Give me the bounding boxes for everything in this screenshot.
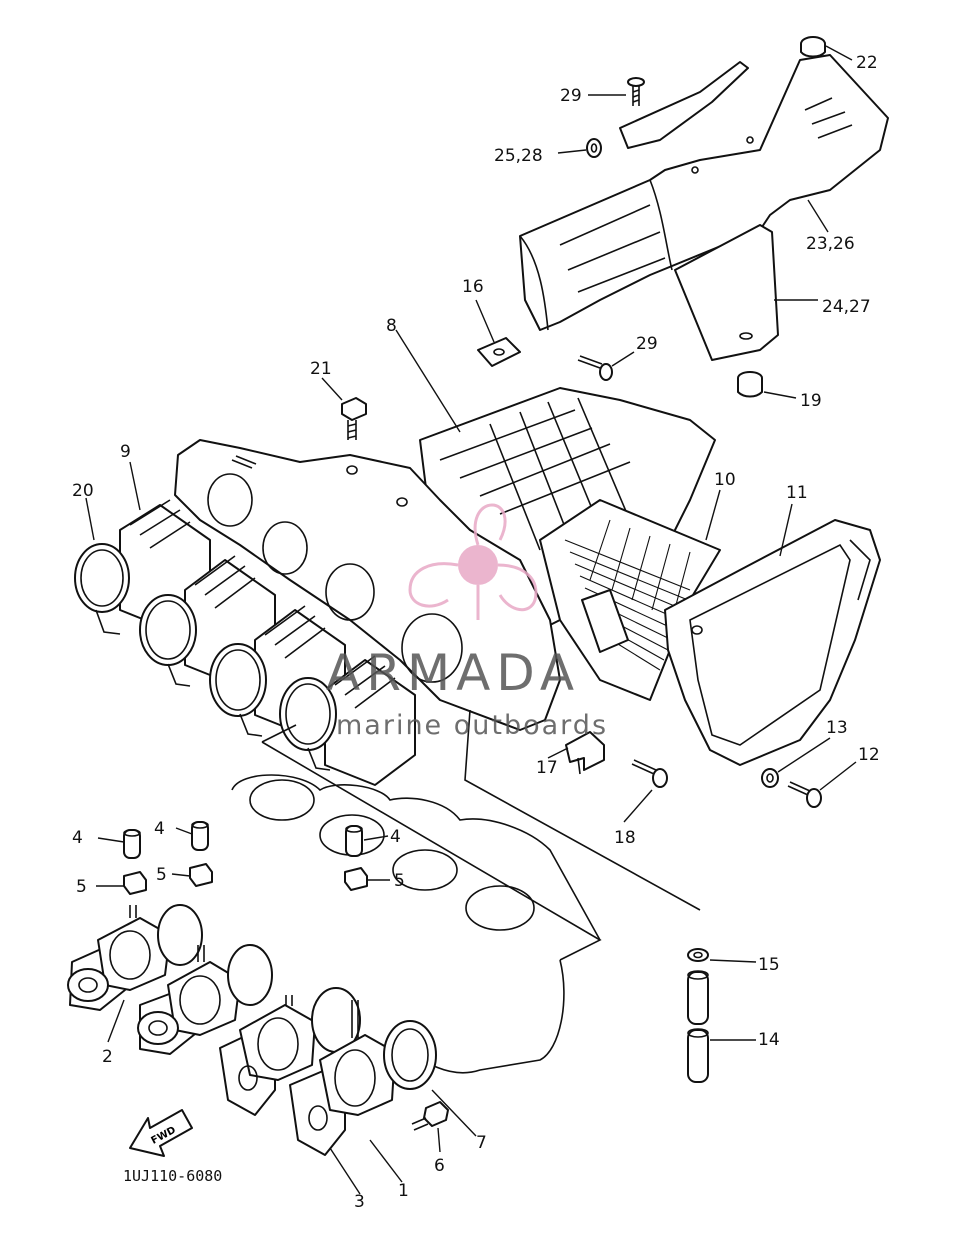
carb-joint-4 xyxy=(289,1000,437,1156)
carburetor-outline xyxy=(231,709,701,1074)
grommet-22 xyxy=(800,36,826,58)
nut-5-b xyxy=(189,863,213,887)
carb-joint-1 xyxy=(67,904,203,1011)
screw-29-middle xyxy=(577,355,613,381)
carb-joint-set xyxy=(67,904,437,1156)
cap-4-b xyxy=(191,821,209,851)
screw-18 xyxy=(631,759,668,788)
callout-5-middle: 5 xyxy=(156,865,167,885)
grommet-16 xyxy=(477,337,521,367)
watermark-logo-icon xyxy=(408,503,538,620)
callout-19: 19 xyxy=(800,391,822,411)
callout-1: 1 xyxy=(398,1181,409,1201)
carb-joint-2 xyxy=(137,944,273,1055)
callout-14: 14 xyxy=(758,1030,780,1050)
intake-housing xyxy=(174,439,561,731)
callout-6: 6 xyxy=(434,1156,445,1176)
callout-24-27: 24,27 xyxy=(822,297,871,317)
intake-joint-set xyxy=(74,499,416,786)
air-filter-element xyxy=(539,499,721,701)
cap-4-a xyxy=(123,829,141,859)
carb-joint-3 xyxy=(219,987,361,1116)
watermark: ARMADA marine outboards xyxy=(326,503,608,741)
bolt-21 xyxy=(341,397,367,440)
side-cover-part xyxy=(519,54,889,331)
bracket-17 xyxy=(565,731,605,775)
callout-23-26: 23,26 xyxy=(806,234,855,254)
screw-6 xyxy=(411,1101,449,1131)
filter-cover xyxy=(664,519,881,766)
callout-15: 15 xyxy=(758,955,780,975)
callout-29-top: 29 xyxy=(560,86,582,106)
washer-25-28 xyxy=(586,138,602,158)
grommet-19 xyxy=(737,371,763,398)
screw-29-top xyxy=(627,77,645,106)
callout-8: 8 xyxy=(386,316,397,336)
callout-17: 17 xyxy=(536,758,558,778)
diagram-code: 1UJ110-6080 xyxy=(123,1167,222,1185)
lower-cover-part xyxy=(674,224,779,361)
watermark-brand: ARMADA xyxy=(326,644,580,702)
leader-lines xyxy=(85,45,857,1195)
callout-9: 9 xyxy=(120,442,131,462)
callout-20: 20 xyxy=(72,481,94,501)
screw-12 xyxy=(787,781,822,808)
callout-13: 13 xyxy=(826,718,848,738)
washer-13 xyxy=(761,768,779,788)
joint-4 xyxy=(279,655,416,786)
nut-5-a xyxy=(123,871,147,895)
hose-14 xyxy=(687,970,709,1083)
callout-5-right: 5 xyxy=(394,871,405,891)
callout-labels: 22 29 25,28 23,26 24,27 16 29 8 19 21 9 … xyxy=(72,53,880,1212)
watermark-tagline: marine outboards xyxy=(336,710,608,741)
callout-10: 10 xyxy=(714,470,736,490)
nut-5-c xyxy=(344,867,368,891)
callout-4-middle: 4 xyxy=(154,819,165,839)
callout-4-left: 4 xyxy=(72,828,83,848)
callout-29-middle: 29 xyxy=(636,334,658,354)
callout-22: 22 xyxy=(856,53,878,73)
callout-4-right: 4 xyxy=(390,827,401,847)
callout-21: 21 xyxy=(310,359,332,379)
callout-2: 2 xyxy=(102,1047,113,1067)
cap-4-c xyxy=(345,825,363,857)
callout-5-left: 5 xyxy=(76,877,87,897)
callout-16: 16 xyxy=(462,277,484,297)
clip-15 xyxy=(687,948,709,962)
callout-3: 3 xyxy=(354,1192,365,1212)
callout-25-28: 25,28 xyxy=(494,146,543,166)
callout-11: 11 xyxy=(786,483,808,503)
callout-12: 12 xyxy=(858,745,880,765)
joint-3 xyxy=(209,605,346,737)
fwd-arrow-icon: FWD xyxy=(129,1109,193,1157)
callout-18: 18 xyxy=(614,828,636,848)
callout-7: 7 xyxy=(476,1133,487,1153)
